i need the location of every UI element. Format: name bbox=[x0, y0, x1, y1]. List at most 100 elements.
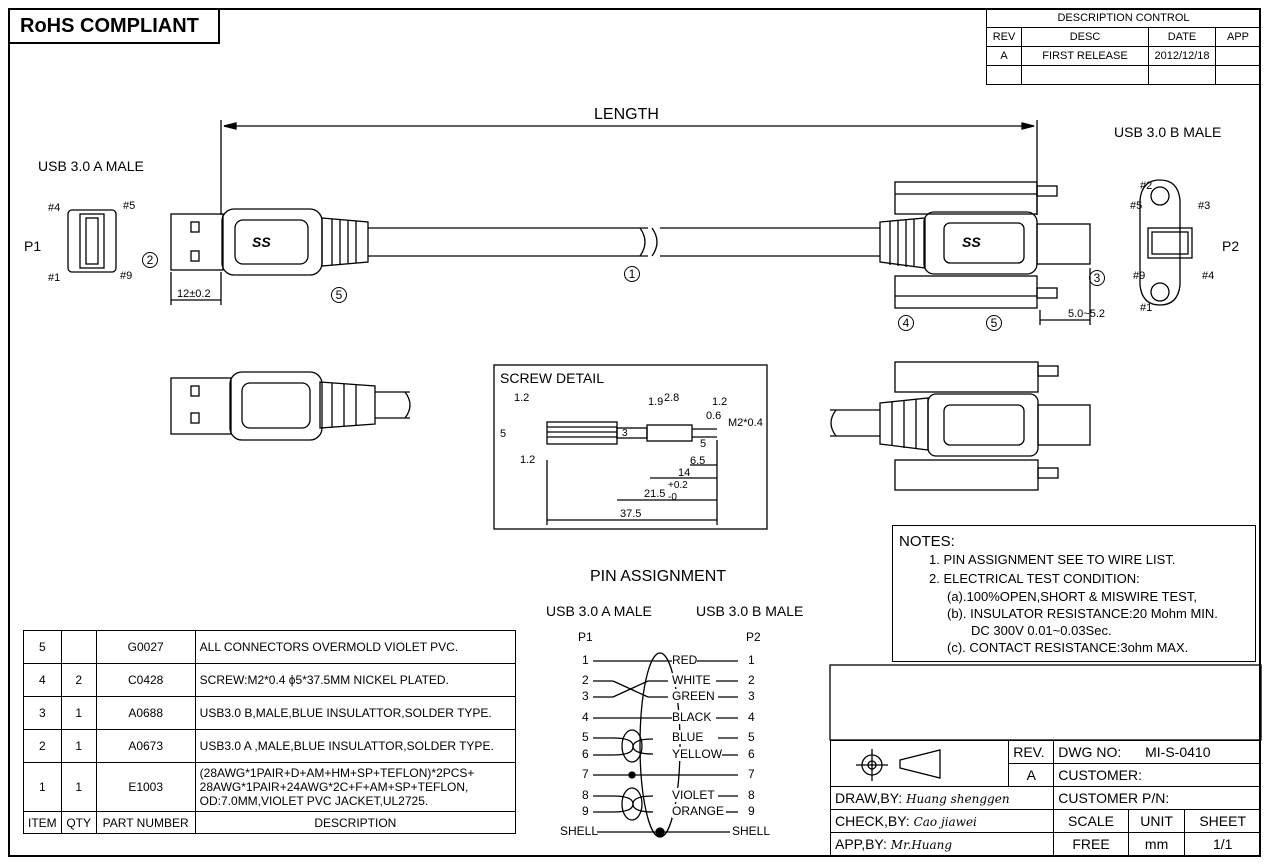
wire-color-label: VIOLET bbox=[672, 788, 715, 802]
app-by-signature: Mr.Huang bbox=[890, 838, 953, 852]
app-by-cell: APP,BY: Mr.Huang bbox=[829, 832, 1055, 856]
screw-dim-14: +0.2 bbox=[668, 480, 688, 491]
ss-logo-b: SS bbox=[962, 234, 981, 250]
p2-label: P2 bbox=[1222, 238, 1240, 254]
screw-dim-16: 37.5 bbox=[620, 508, 642, 520]
note-2: 2. ELECTRICAL TEST CONDITION: bbox=[929, 571, 1140, 586]
pin-b3: #3 bbox=[1198, 200, 1211, 212]
screw-dim-9: M2*0.4 bbox=[728, 417, 763, 429]
callout-5b: 5 bbox=[986, 315, 1002, 331]
screw-detail-title: SCREW DETAIL bbox=[500, 370, 604, 386]
screw-dim-3: 1.2 bbox=[520, 454, 536, 466]
p1-label: P1 bbox=[24, 238, 42, 254]
pin-left-title: USB 3.0 A MALE bbox=[546, 603, 652, 619]
bom-qty: 2 bbox=[60, 663, 97, 697]
unit-value: mm bbox=[1127, 832, 1186, 856]
length-label: LENGTH bbox=[594, 106, 659, 123]
callout-5a: 5 bbox=[331, 287, 347, 303]
wire-color-label: RED bbox=[672, 653, 698, 667]
bom-qty: 1 bbox=[60, 729, 97, 763]
ss-logo-a: SS bbox=[252, 234, 271, 250]
pin-p2: P2 bbox=[746, 630, 761, 644]
dwg-no-cell: DWG NO: MI-S-0410 bbox=[1053, 740, 1261, 764]
sheet-label: SHEET bbox=[1184, 809, 1261, 833]
wire-color-label: WHITE bbox=[672, 673, 711, 687]
bom-item: 3 bbox=[23, 696, 62, 730]
bom-part-number: C0428 bbox=[95, 663, 196, 697]
bom-qty: 1 bbox=[60, 762, 97, 812]
dim-5: 5.0~5.2 bbox=[1068, 308, 1106, 320]
customer-pn-label: CUSTOMER P/N: bbox=[1053, 786, 1261, 810]
screw-dim-10: 5 bbox=[700, 438, 707, 450]
pin-right-number: 1 bbox=[748, 653, 755, 667]
pin-left-number: SHELL bbox=[560, 824, 599, 838]
pin-a9: #9 bbox=[120, 270, 133, 282]
pin-left-number: 5 bbox=[582, 730, 589, 744]
bom-header-desc: DESCRIPTION bbox=[194, 811, 517, 834]
screw-dim-11: 6.5 bbox=[690, 455, 706, 467]
check-by-signature: Cao jiawei bbox=[913, 815, 977, 829]
col-app: APP bbox=[1215, 27, 1261, 47]
desc-cell: FIRST RELEASE bbox=[1021, 46, 1149, 66]
col-rev: REV bbox=[986, 27, 1022, 47]
app-by-label: APP,BY: bbox=[835, 836, 887, 852]
bom-part-number: E1003 bbox=[95, 762, 196, 812]
pin-left-number: 2 bbox=[582, 673, 589, 687]
wire-color-label: BLUE bbox=[672, 730, 704, 744]
bom-item: 4 bbox=[23, 663, 62, 697]
pin-b1: #1 bbox=[1140, 302, 1153, 314]
bom-description: USB3.0 A ,MALE,BLUE INSULATTOR,SOLDER TY… bbox=[194, 729, 517, 763]
screw-dim-5: 2.8 bbox=[664, 392, 680, 404]
pin-left-number: 4 bbox=[582, 710, 589, 724]
bom-header-pn: PART NUMBER bbox=[95, 811, 196, 834]
bom-item: 1 bbox=[23, 762, 62, 812]
note-2b: (b). INSULATOR RESISTANCE:20 Mohm MIN. bbox=[947, 606, 1218, 621]
wire-color-label: ORANGE bbox=[672, 804, 725, 818]
callout-3: 3 bbox=[1089, 270, 1105, 286]
bom-description: SCREW:M2*0.4 ϕ5*37.5MM NICKEL PLATED. bbox=[194, 663, 517, 697]
usb-a-title: USB 3.0 A MALE bbox=[38, 158, 144, 174]
scale-value: FREE bbox=[1053, 832, 1129, 856]
wire-color-label: BLACK bbox=[672, 710, 712, 724]
bom-description: ALL CONNECTORS OVERMOLD VIOLET PVC. bbox=[194, 630, 517, 664]
screw-dim-4: 1.9 bbox=[648, 396, 664, 408]
note-2b-cont: DC 300V 0.01~0.03Sec. bbox=[971, 623, 1112, 638]
screw-dim-7: 1.2 bbox=[712, 396, 728, 408]
note-2a: (a).100%OPEN,SHORT & MISWIRE TEST, bbox=[947, 589, 1197, 604]
bom-header-qty: QTY bbox=[60, 811, 97, 834]
pin-right-number: 8 bbox=[748, 788, 755, 802]
dim-12: 12±0.2 bbox=[177, 288, 211, 300]
dwg-no-value: MI-S-0410 bbox=[1145, 744, 1211, 760]
pin-left-number: 6 bbox=[582, 747, 589, 761]
pin-a1: #1 bbox=[48, 272, 61, 284]
wire-color-label: YELLOW bbox=[672, 747, 723, 761]
pin-b9: #9 bbox=[1133, 270, 1146, 282]
bom-item: 5 bbox=[23, 630, 62, 664]
pin-b5: #5 bbox=[1130, 200, 1143, 212]
rohs-badge: RoHS COMPLIANT bbox=[8, 8, 220, 44]
pin-a5: #5 bbox=[123, 200, 136, 212]
screw-dim-6: 3 bbox=[622, 428, 628, 439]
pin-left-number: 7 bbox=[582, 767, 589, 781]
customer-label: CUSTOMER: bbox=[1053, 763, 1261, 787]
callout-4: 4 bbox=[898, 315, 914, 331]
pin-p1: P1 bbox=[578, 630, 593, 644]
bom-part-number: A0673 bbox=[95, 729, 196, 763]
wire-color-label: GREEN bbox=[672, 689, 715, 703]
notes-title: NOTES: bbox=[899, 533, 955, 550]
screw-dim-12: 14 bbox=[678, 467, 691, 479]
screw-dim-8: 0.6 bbox=[706, 410, 722, 422]
description-control-table: DESCRIPTION CONTROL REV DESC DATE APP A … bbox=[986, 8, 1261, 85]
pin-left-number: 1 bbox=[582, 653, 589, 667]
bom-qty: 1 bbox=[60, 696, 97, 730]
pin-a4: #4 bbox=[48, 202, 61, 214]
note-2c: (c). CONTACT RESISTANCE:3ohm MAX. bbox=[947, 640, 1189, 655]
rev-value: A bbox=[1008, 763, 1055, 787]
pin-right-number: SHELL bbox=[732, 824, 771, 838]
unit-label: UNIT bbox=[1127, 809, 1186, 833]
pin-left-number: 9 bbox=[582, 804, 589, 818]
draw-by-signature: Huang shenggen bbox=[906, 792, 1010, 806]
